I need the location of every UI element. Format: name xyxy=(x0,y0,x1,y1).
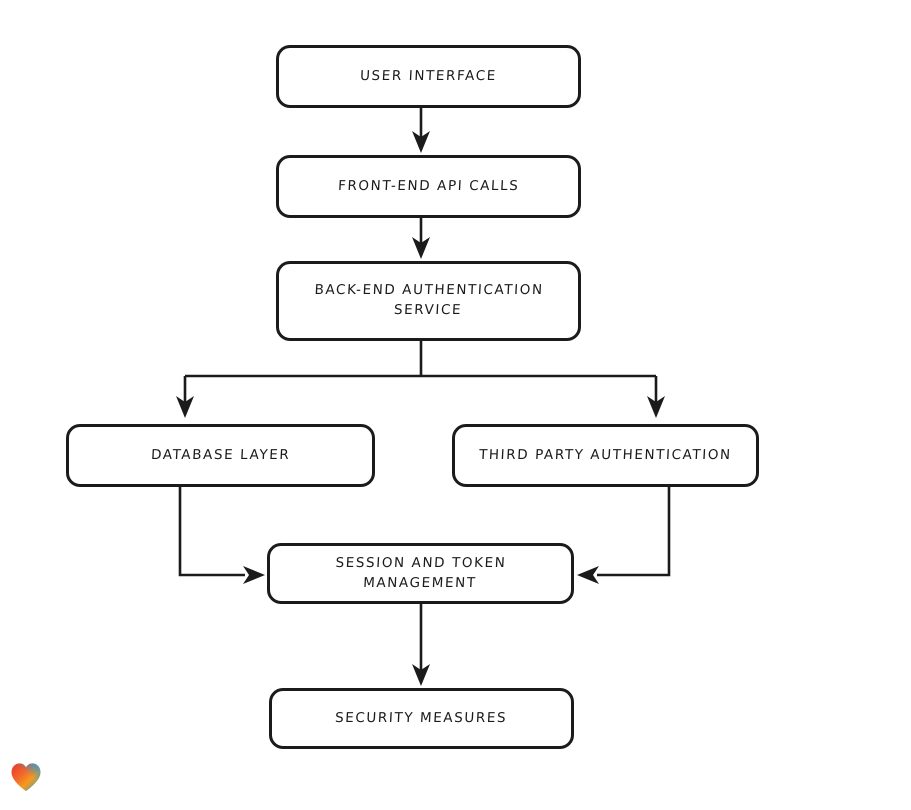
edge-database-to-session-head xyxy=(243,566,265,584)
node-session-and-token-management-label: Session and Token Management xyxy=(335,554,507,591)
node-user-interface[interactable]: User Interface xyxy=(276,45,581,108)
node-frontend-api-calls[interactable]: Front-End API Calls xyxy=(276,155,581,218)
node-backend-auth-service[interactable]: Back-End Authentication Service xyxy=(276,261,581,341)
edge-frontend-to-backend-head xyxy=(412,237,430,259)
node-database-layer[interactable]: Database Layer xyxy=(66,424,375,487)
node-security-measures-label: Security Measures xyxy=(335,709,509,726)
node-frontend-api-calls-label: Front-End API Calls xyxy=(337,177,520,194)
node-third-party-authentication[interactable]: Third Party Authentication xyxy=(452,424,759,487)
edge-thirdparty-to-session xyxy=(597,487,671,577)
heart-icon xyxy=(11,763,41,791)
edge-session-to-security-head xyxy=(412,664,430,686)
edge-thirdparty-to-session-head xyxy=(577,566,599,584)
edge-database-to-session xyxy=(178,487,245,577)
edge-branch-right-head xyxy=(647,396,665,418)
node-database-layer-label: Database Layer xyxy=(150,446,291,463)
node-user-interface-label: User Interface xyxy=(359,67,498,84)
node-security-measures[interactable]: Security Measures xyxy=(269,688,574,749)
edge-ui-to-frontend-head xyxy=(412,131,430,153)
edge-branch-left-head xyxy=(176,396,194,418)
node-session-and-token-management[interactable]: Session and Token Management xyxy=(267,543,574,604)
node-third-party-authentication-label: Third Party Authentication xyxy=(478,446,733,463)
node-backend-auth-service-label: Back-End Authentication Service xyxy=(314,282,544,318)
